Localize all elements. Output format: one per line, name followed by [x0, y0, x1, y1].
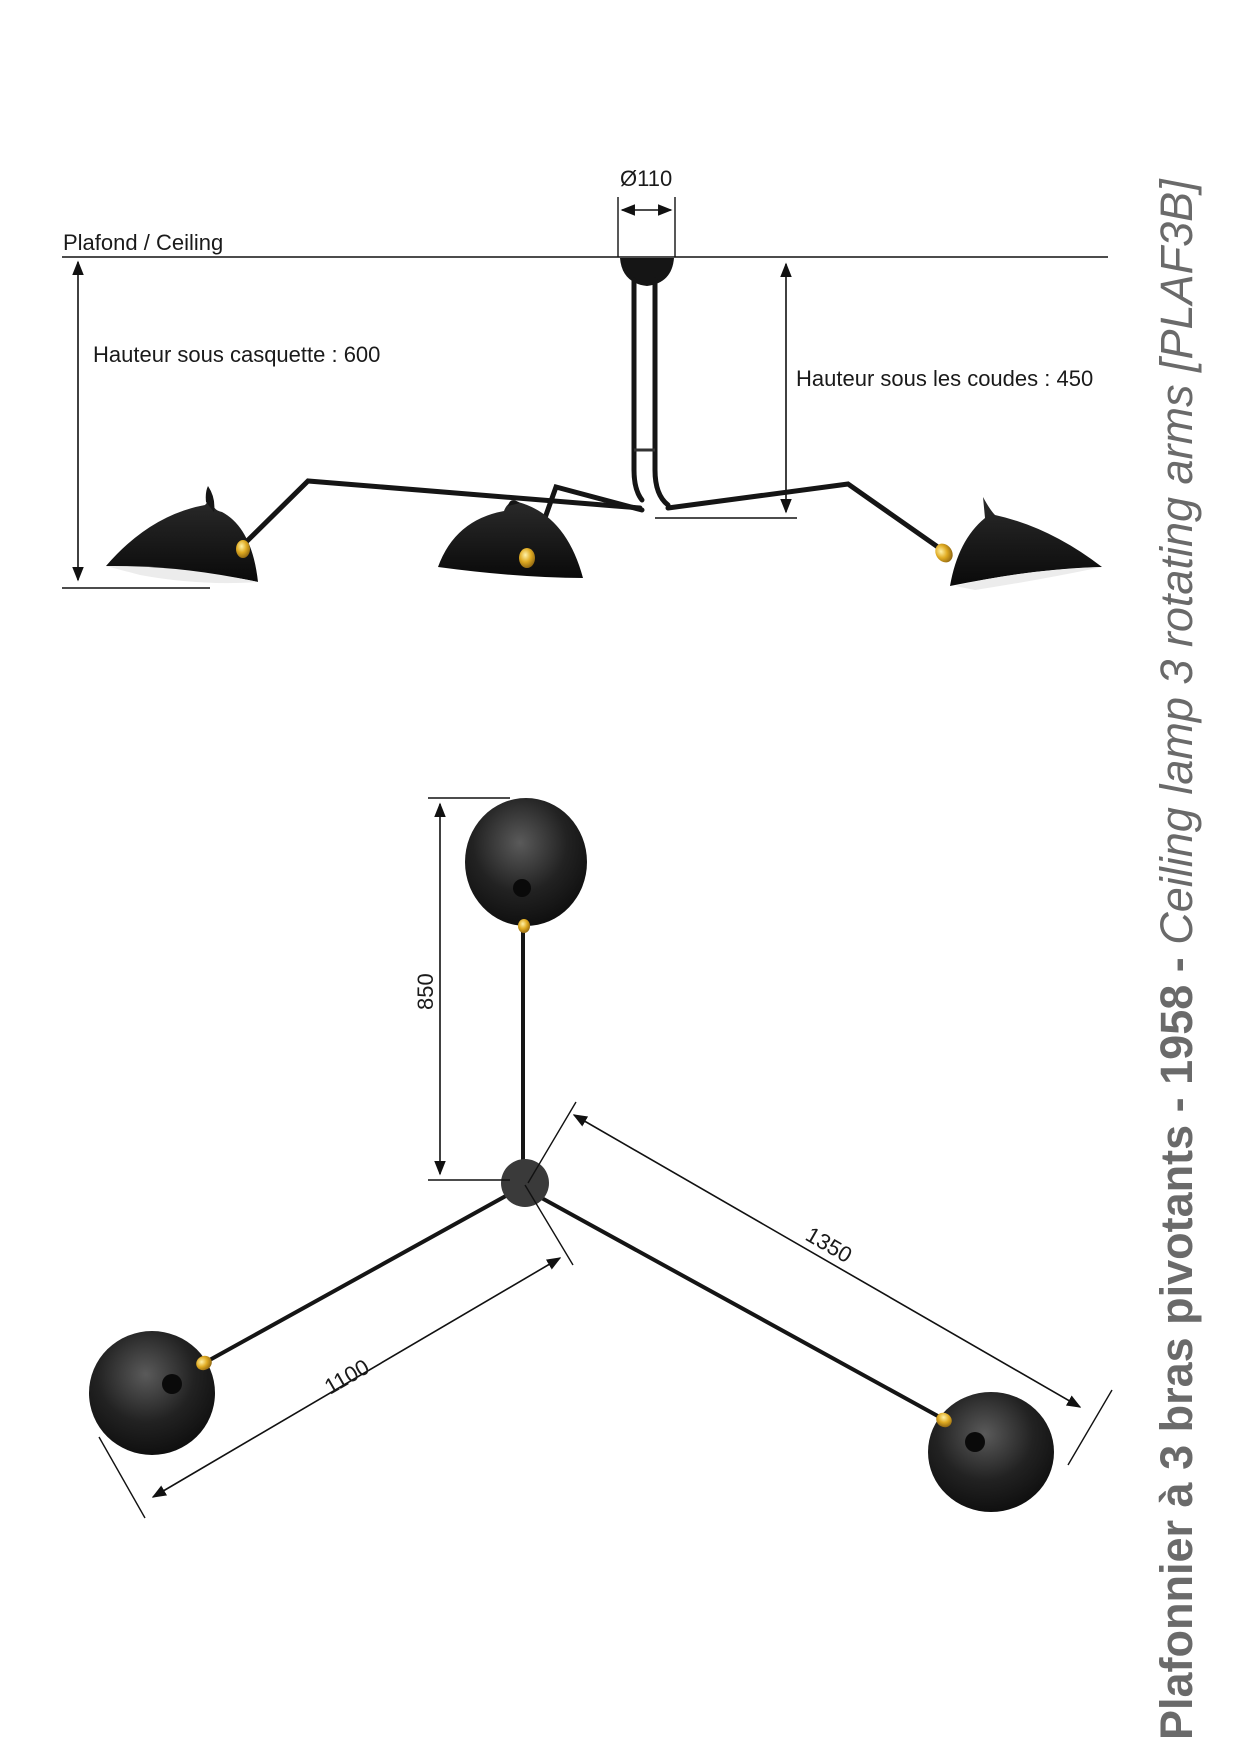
side-view: Plafond / Ceiling Ø110 Hauteur sous casq…	[62, 166, 1108, 590]
dimension-850-label: 850	[413, 973, 438, 1010]
dimension-850: 850	[413, 797, 510, 1181]
canopy-diameter-dimension: Ø110	[617, 166, 676, 257]
dimension-1350-label: 1350	[802, 1222, 857, 1268]
ceiling-label: Plafond / Ceiling	[63, 230, 223, 255]
left-arm-top-view	[204, 1190, 515, 1364]
height-under-cap-label: Hauteur sous casquette : 600	[93, 342, 380, 367]
height-under-elbows-dimension: Hauteur sous les coudes : 450	[655, 262, 1093, 519]
title-english: Ceiling lamp 3 rotating arms	[1151, 384, 1202, 944]
height-under-cap-dimension: Hauteur sous casquette : 600	[62, 260, 380, 589]
left-shade-top-view	[89, 1331, 215, 1455]
right-shade-side	[935, 497, 1102, 590]
right-arm-side	[665, 481, 948, 555]
right-arm-top-view	[536, 1194, 947, 1422]
right-shade-top-view	[928, 1392, 1054, 1512]
left-arm-side	[237, 478, 643, 551]
vertical-title: Plafonnier à 3 bras pivotants - 1958 - C…	[1151, 178, 1202, 1740]
canopy-diameter-label: Ø110	[620, 166, 672, 191]
height-under-elbows-label: Hauteur sous les coudes : 450	[796, 366, 1093, 391]
title-prefix: Plafonnier à 3 bras pivotants - 1958 -	[1151, 945, 1202, 1740]
top-shade-top-view	[465, 798, 587, 933]
title-code: [PLAF3B]	[1151, 178, 1202, 373]
canopy	[620, 258, 674, 508]
title-spacer	[1151, 372, 1202, 385]
central-hub	[501, 1159, 549, 1207]
top-view: 850 1100 1350	[89, 797, 1113, 1519]
left-shade-side	[106, 486, 258, 584]
dimension-1100-label: 1100	[320, 1354, 373, 1399]
middle-shade-side	[438, 500, 583, 578]
